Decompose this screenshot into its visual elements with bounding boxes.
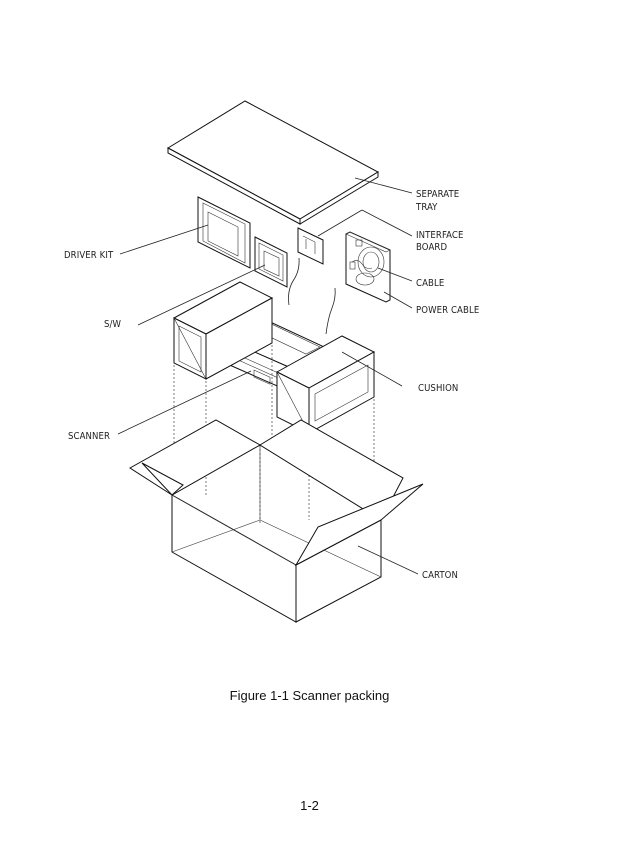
- label-interface-board-line1: INTERFACE: [416, 230, 463, 241]
- label-interface-board-line2: BOARD: [416, 242, 447, 253]
- label-cushion: CUSHION: [418, 383, 458, 394]
- separate-tray-drawing: [166, 100, 380, 225]
- cable-bag-drawing: [345, 231, 391, 303]
- label-scanner: SCANNER: [68, 431, 110, 442]
- figure-caption: Figure 1-1 Scanner packing: [229, 688, 390, 703]
- label-power-cable: POWER CABLE: [416, 305, 479, 316]
- left-cushion-drawing: [172, 281, 274, 380]
- driver-kit-drawing: [197, 196, 288, 288]
- label-driver-kit: DRIVER KIT: [64, 250, 114, 261]
- label-separate-tray-line2: TRAY: [415, 202, 438, 213]
- leader-lines: [117, 177, 419, 575]
- carton-drawing: [129, 419, 424, 623]
- label-cable: CABLE: [416, 278, 444, 289]
- interface-board-drawing: [297, 227, 324, 265]
- label-sw: S/W: [104, 319, 122, 330]
- label-carton: CARTON: [422, 570, 458, 581]
- right-cushion-drawing: [275, 335, 376, 434]
- page-number: 1-2: [300, 798, 319, 813]
- label-separate-tray-line1: SEPARATE: [416, 189, 459, 200]
